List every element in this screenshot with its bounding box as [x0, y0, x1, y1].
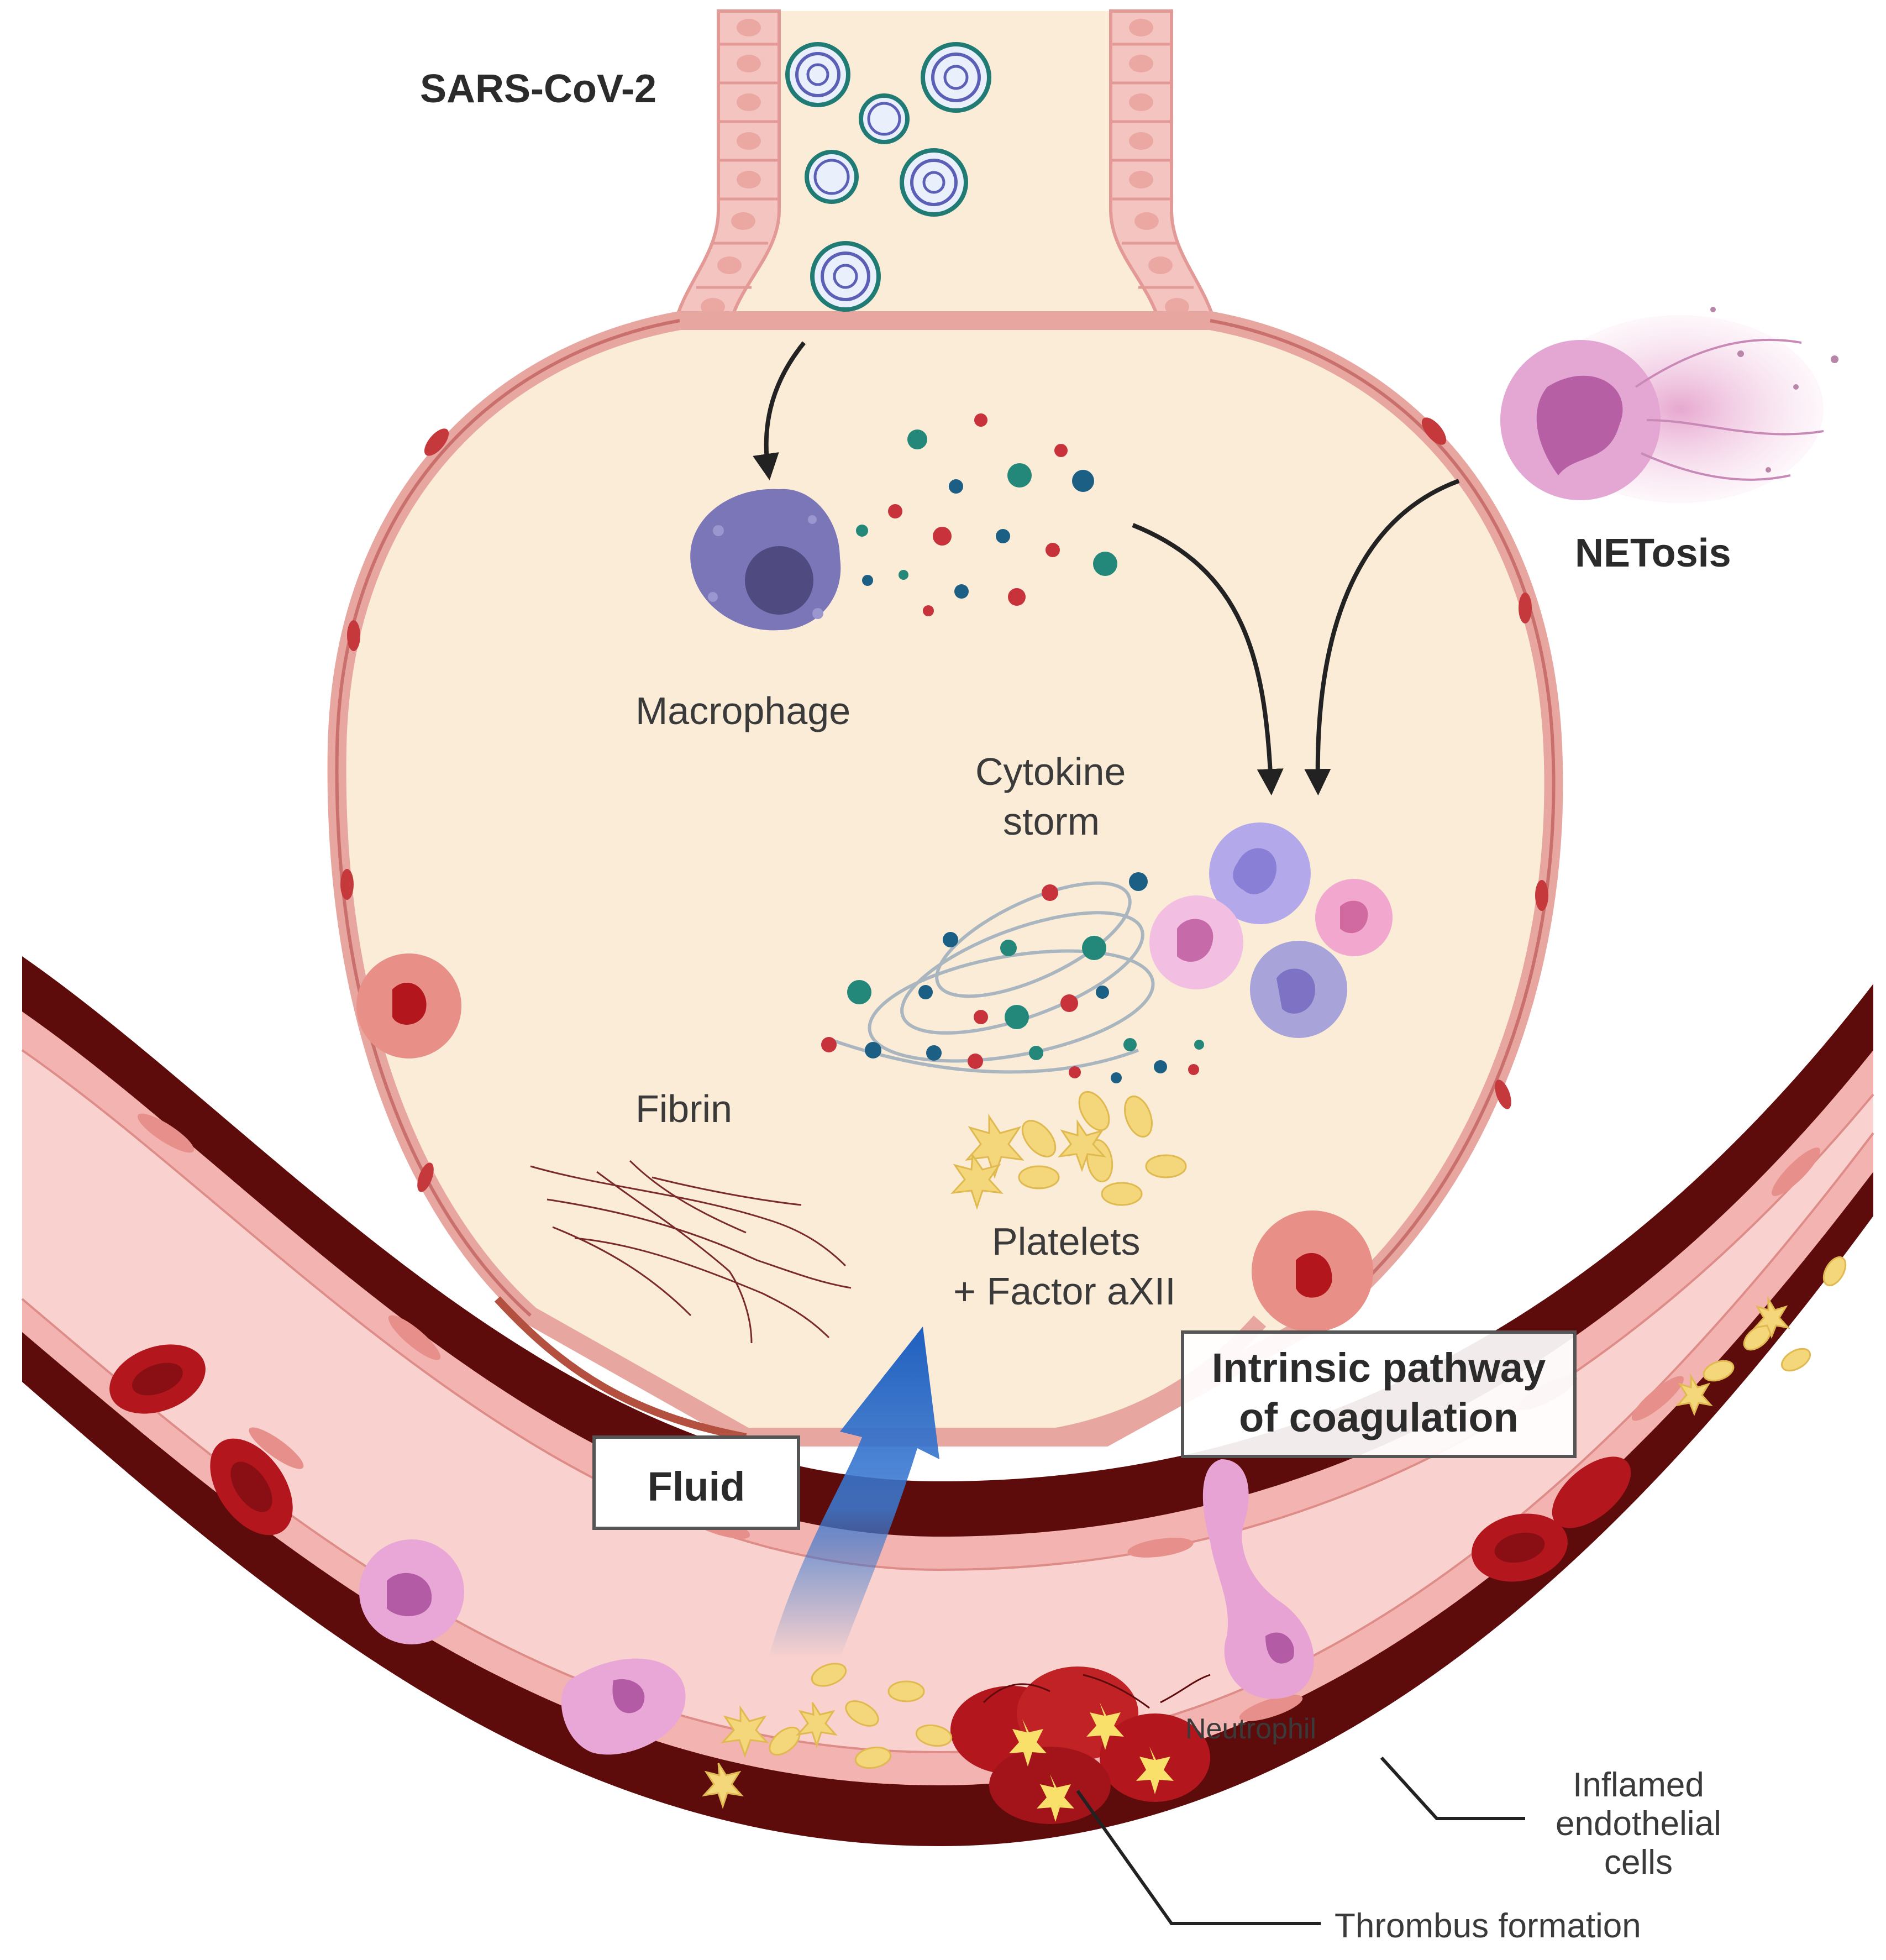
fluid-label: Fluid	[648, 1464, 745, 1510]
intrinsic-label-1: Intrinsic pathway	[1212, 1345, 1546, 1391]
inflamed-label-1: Inflamed	[1573, 1766, 1704, 1804]
cytokine-arrow	[1132, 523, 1284, 796]
fluid-arrow	[768, 1327, 939, 1658]
inflamed-label-2: endothelial	[1556, 1805, 1721, 1843]
alveolar-macrophage-right	[1252, 1210, 1373, 1332]
cytokine-label-2: storm	[1003, 800, 1100, 843]
macrophage-label: Macrophage	[635, 689, 850, 732]
virus-particles	[785, 42, 991, 312]
cytokine-storm	[821, 872, 1204, 1083]
intrinsic-label-2: of coagulation	[1239, 1395, 1519, 1440]
blood-vessel	[21, 956, 1874, 1846]
platelets-alveolus	[950, 1091, 1187, 1210]
fibrin-strands	[530, 1160, 852, 1344]
cytokine-label-1: Cytokine	[975, 750, 1126, 793]
red-blood-cells	[109, 1344, 1631, 1582]
platelets-vessel	[702, 1256, 1847, 1809]
netosis-cell	[1500, 307, 1838, 503]
cytokines	[856, 413, 1117, 616]
leukocytes-vessel	[359, 1459, 1314, 1755]
macrophage-cell	[690, 489, 841, 631]
platelets-label-2: + Factor aXII	[953, 1270, 1176, 1313]
neutrophil-label: Neutrophil	[1185, 1713, 1316, 1745]
thrombus-label: Thrombus formation	[1335, 1907, 1641, 1945]
alveolar-macrophage-left	[356, 953, 461, 1058]
netosis-label: NETosis	[1575, 531, 1731, 575]
inflamed-label-3: cells	[1604, 1843, 1673, 1882]
fibrin-label: Fibrin	[635, 1087, 732, 1130]
leukocyte-cluster	[1149, 822, 1393, 1038]
platelets-label-1: Platelets	[992, 1220, 1140, 1263]
fluid-box	[592, 1435, 800, 1530]
netosis-arrow	[1304, 479, 1460, 796]
callout-lines	[1076, 1756, 1525, 1925]
intrinsic-pathway-box	[1181, 1330, 1577, 1458]
virus-label: SARS-CoV-2	[420, 67, 656, 111]
infection-arrow	[753, 341, 806, 481]
thrombus	[950, 1666, 1211, 1824]
